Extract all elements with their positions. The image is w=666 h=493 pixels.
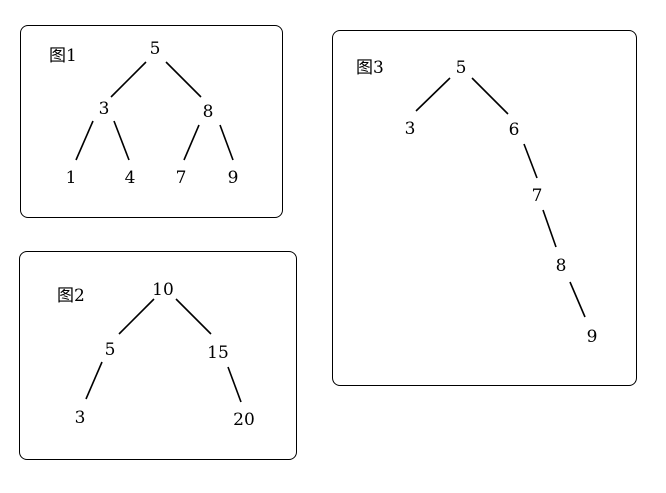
tree-node: 3 — [99, 99, 110, 119]
tree-node: 3 — [405, 119, 416, 139]
tree-node: 9 — [587, 327, 598, 347]
edge-10-15 — [175, 298, 212, 335]
edge-5-6 — [471, 77, 509, 115]
edge-10-5 — [118, 298, 155, 335]
edge-5-3 — [110, 61, 147, 98]
tree-node: 8 — [203, 102, 214, 122]
tree-node: 1 — [66, 168, 77, 188]
edge-8-9 — [569, 281, 586, 318]
edge-7-8 — [542, 209, 557, 248]
edge-3-4 — [113, 120, 130, 161]
edge-8-9 — [219, 124, 234, 161]
figure-3-panel — [332, 30, 637, 386]
edge-8-7 — [183, 124, 200, 161]
tree-node: 3 — [75, 408, 86, 428]
tree-node: 15 — [207, 343, 229, 363]
edge-3-1 — [75, 120, 94, 161]
edge-6-7 — [523, 143, 538, 179]
tree-node: 20 — [233, 410, 255, 430]
tree-node: 5 — [456, 58, 467, 78]
figure-3-caption: 图3 — [356, 58, 384, 78]
tree-node: 7 — [176, 168, 187, 188]
tree-node: 10 — [152, 280, 174, 300]
tree-node: 7 — [532, 186, 543, 206]
tree-node: 9 — [228, 168, 239, 188]
edge-15-20 — [227, 366, 242, 403]
tree-node: 5 — [105, 340, 116, 360]
tree-node: 8 — [556, 256, 567, 276]
tree-node: 6 — [509, 120, 520, 140]
figure-1-panel — [20, 25, 283, 218]
tree-node: 4 — [125, 168, 136, 188]
edge-5-8 — [165, 61, 202, 98]
figure-1-caption: 图1 — [49, 46, 77, 66]
figure-2-panel — [19, 251, 297, 460]
edge-5-3 — [415, 77, 451, 112]
figure-2-caption: 图2 — [57, 286, 85, 306]
tree-node: 5 — [150, 39, 161, 59]
edge-5-3 — [85, 361, 103, 400]
